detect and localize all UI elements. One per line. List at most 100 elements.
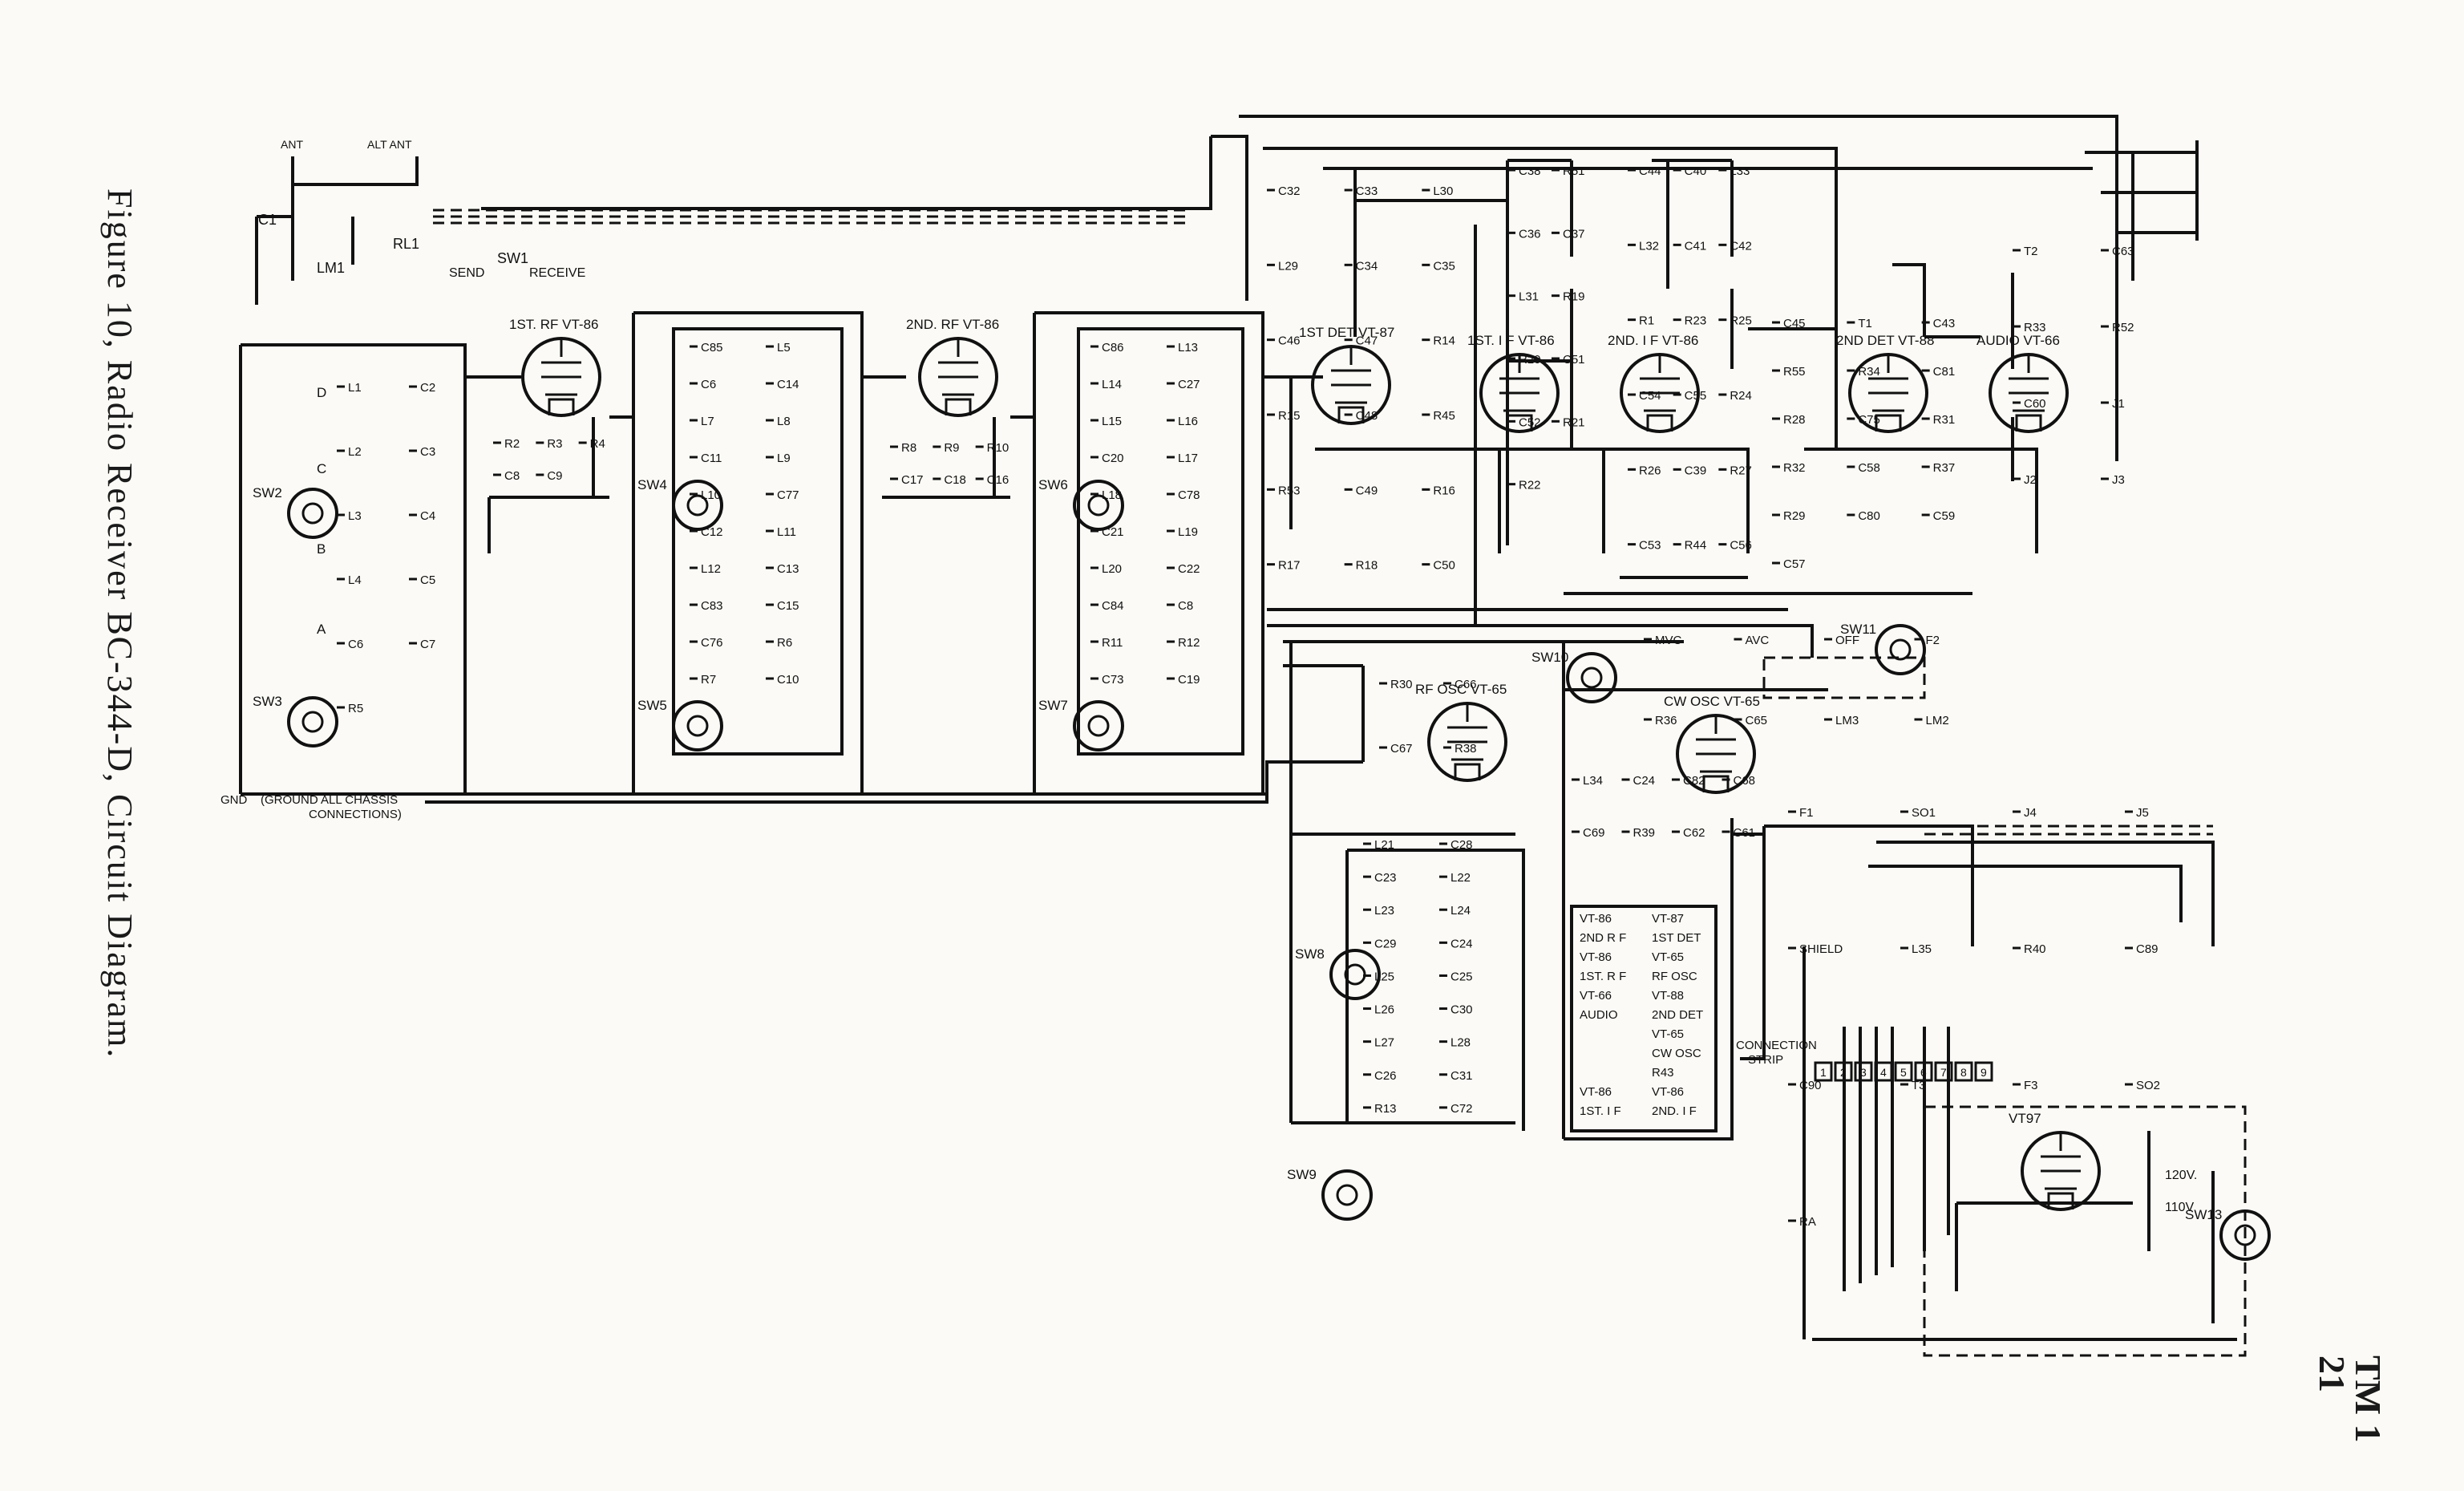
- tube-if1: 1ST. I F VT-86: [1467, 333, 1560, 433]
- component-label: C6: [701, 378, 716, 391]
- component-label: R19: [1563, 290, 1585, 304]
- component-label: L15: [1102, 415, 1122, 428]
- figure-caption: Figure 10, Radio Receiver BC-344-D, Circ…: [100, 188, 140, 1060]
- component-label: L5: [777, 341, 791, 355]
- component-label: C60: [2024, 397, 2046, 411]
- switch-label: SW8: [1295, 946, 1325, 962]
- component-label: L19: [1178, 525, 1198, 539]
- component-label: F1: [1799, 806, 1814, 820]
- component-label: C38: [1519, 164, 1541, 178]
- component-label: J2: [2024, 473, 2037, 487]
- component-label: C62: [1683, 826, 1705, 840]
- power-labels: 120V. 110V: [2165, 1169, 2197, 1214]
- switch-label: SW13: [2185, 1207, 2222, 1222]
- component-label: L1: [348, 381, 362, 395]
- component-label: J5: [2136, 806, 2149, 820]
- component-label: C34: [1356, 259, 1378, 273]
- component-label: C18: [944, 473, 966, 487]
- component-label: R25: [1730, 314, 1752, 328]
- tube-label-audio: AUDIO VT-66: [1976, 333, 2060, 348]
- component-label: L13: [1178, 341, 1198, 355]
- tube-label-rf1: 1ST. RF VT-86: [509, 317, 598, 332]
- switch-sw3: SW3: [253, 694, 338, 748]
- component-label: C56: [1730, 539, 1752, 553]
- band-letter: B: [317, 541, 326, 557]
- component-label: C2: [420, 381, 435, 395]
- tube-label-if1: 1ST. I F VT-86: [1467, 333, 1555, 348]
- component-label: R16: [1433, 484, 1455, 497]
- component-label: SO2: [2136, 1079, 2160, 1092]
- component-label: C31: [1450, 1069, 1473, 1083]
- component-label: C81: [1933, 365, 1956, 379]
- component-label: C76: [701, 636, 723, 650]
- component-label: R52: [2112, 321, 2134, 334]
- component-label: R5: [348, 702, 363, 715]
- component-label: R2: [504, 437, 520, 451]
- component-label: T1: [1858, 317, 1872, 330]
- tube-table-cell: VT-87: [1652, 912, 1684, 926]
- component-label: J1: [2112, 397, 2125, 411]
- component-label: C12: [701, 525, 723, 539]
- component-label: C82: [1683, 774, 1705, 788]
- component-label: C39: [1685, 464, 1707, 477]
- component-labels: SW2SW3SW4SW5SW6SW7SW8SW9SW10SW11SW13DCBA…: [253, 164, 2271, 1261]
- tube-rf2: 2ND. RF VT-86: [906, 317, 999, 417]
- ground-note-line2: CONNECTIONS): [309, 808, 402, 821]
- switch-sw10: SW10: [1531, 650, 1617, 703]
- tube-table-cell: VT-65: [1652, 950, 1684, 964]
- component-label: C4: [420, 509, 435, 523]
- tube-label-det1: 1ST DET VT-87: [1299, 325, 1394, 340]
- component-label: C24: [1450, 937, 1473, 950]
- switch-sw13: SW13: [2185, 1207, 2271, 1261]
- component-label: R40: [2024, 942, 2046, 956]
- component-label: C28: [1450, 838, 1473, 852]
- component-label: R36: [1655, 714, 1677, 727]
- component-label: L10: [701, 488, 721, 502]
- component-label: R6: [777, 636, 792, 650]
- component-label: C43: [1933, 317, 1956, 330]
- component-label: L4: [348, 573, 362, 587]
- component-label: L16: [1178, 415, 1198, 428]
- tube-label-det2: 2ND DET VT-88: [1836, 333, 1935, 348]
- component-label: C8: [1178, 599, 1193, 613]
- tube-table-cell: 1ST DET: [1652, 931, 1701, 945]
- send-label: SEND: [449, 266, 484, 280]
- component-label: C8: [504, 469, 520, 483]
- component-label: C77: [777, 488, 799, 502]
- component-label: L20: [1102, 562, 1122, 576]
- tube-rfosc: RF OSC VT-65: [1415, 682, 1507, 782]
- tube-table-cell: VT-86: [1580, 1085, 1612, 1099]
- component-label: RA: [1799, 1215, 1816, 1229]
- component-label: L35: [1912, 942, 1932, 956]
- switch-sw8: SW8: [1295, 946, 1381, 1000]
- component-label: LM2: [1926, 714, 1949, 727]
- ground-note: GND (GROUND ALL CHASSIS CONNECTIONS): [221, 793, 402, 821]
- tube-table-cell: 1ST. I F: [1580, 1104, 1621, 1118]
- component-label: R32: [1783, 461, 1806, 475]
- component-label: C83: [701, 599, 723, 613]
- tube-audio: AUDIO VT-66: [1976, 333, 2069, 433]
- component-label: T2: [2024, 245, 2038, 258]
- strip-terminal: 6: [1920, 1066, 1927, 1079]
- component-label: R13: [1374, 1102, 1397, 1116]
- component-label: C7: [420, 638, 435, 651]
- component-label: C59: [1933, 509, 1956, 523]
- c1-label: C1: [258, 212, 277, 228]
- component-label: C73: [1102, 673, 1124, 687]
- component-label: C24: [1633, 774, 1656, 788]
- component-label: C52: [1519, 415, 1541, 429]
- component-label: C33: [1356, 184, 1378, 198]
- component-label: C27: [1178, 378, 1200, 391]
- switch-label: SW9: [1287, 1167, 1317, 1182]
